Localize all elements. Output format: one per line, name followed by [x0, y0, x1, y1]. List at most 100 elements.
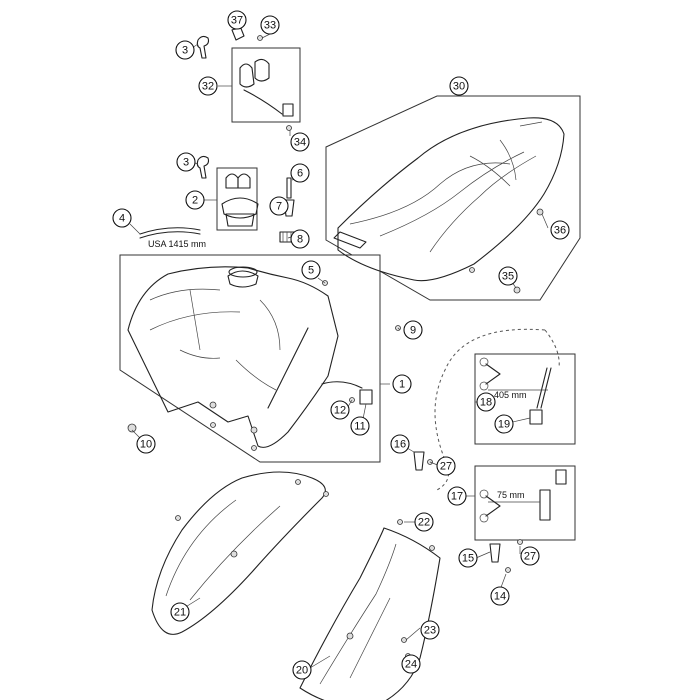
- seat-panel: [325, 95, 581, 301]
- callout-label: 10: [140, 439, 152, 451]
- callout-33: 33: [260, 15, 280, 35]
- callout-36: 36: [550, 220, 570, 240]
- callout-label: 17: [451, 491, 463, 503]
- cut-length-short-note: 75 mm: [497, 490, 525, 500]
- callout-label: 34: [294, 137, 306, 149]
- callout-circle: [269, 196, 289, 216]
- callout-circle: [498, 266, 518, 286]
- callout-9: 9: [403, 320, 423, 340]
- callout-circle: [520, 546, 540, 566]
- callout-circle: [490, 586, 510, 606]
- callout-circle: [198, 76, 218, 96]
- callout-label: 12: [334, 405, 346, 417]
- key-set: [196, 155, 259, 227]
- callout-27a: 27: [436, 456, 456, 476]
- callout-circle: [458, 548, 478, 568]
- ignition-lock-box: [231, 47, 301, 123]
- callout-19: 19: [494, 414, 514, 434]
- callout-circle: [494, 414, 514, 434]
- small-parts-16-27-15: [413, 451, 523, 573]
- callout-circle: [260, 15, 280, 35]
- callout-30: 30: [449, 76, 469, 96]
- callout-circle: [392, 374, 412, 394]
- callout-circle: [290, 132, 310, 152]
- callout-34: 34: [290, 132, 310, 152]
- callout-16: 16: [390, 434, 410, 454]
- callout-circle: [290, 163, 310, 183]
- callout-37: 37: [227, 10, 247, 30]
- callout-circle: [476, 392, 496, 412]
- callout-24: 24: [401, 654, 421, 674]
- callout-3a: 3: [175, 40, 195, 60]
- callout-10: 10: [136, 434, 156, 454]
- callout-label: 7: [276, 201, 282, 213]
- callout-circle: [227, 10, 247, 30]
- callout-circle: [420, 620, 440, 640]
- callout-11: 11: [350, 416, 370, 436]
- callout-circle: [176, 152, 196, 172]
- callout-label: 19: [498, 419, 510, 431]
- callout-label: 14: [494, 591, 506, 603]
- callout-circle: [170, 602, 190, 622]
- callout-12: 12: [330, 400, 350, 420]
- hose-length-note: USA 1415 mm: [148, 239, 206, 249]
- callout-circle: [449, 76, 469, 96]
- callout-circle: [301, 260, 321, 280]
- callout-label: 32: [202, 81, 214, 93]
- callout-15: 15: [458, 548, 478, 568]
- callout-35: 35: [498, 266, 518, 286]
- callout-21: 21: [170, 602, 190, 622]
- callout-32: 32: [198, 76, 218, 96]
- callout-circle: [112, 208, 132, 228]
- callout-label: 22: [418, 517, 430, 529]
- callout-label: 30: [453, 81, 465, 93]
- callout-label: 5: [308, 265, 314, 277]
- callout-circle: [436, 456, 456, 476]
- callout-label: 23: [424, 625, 436, 637]
- callout-label: 37: [231, 15, 243, 27]
- callout-circle: [390, 434, 410, 454]
- callout-label: 21: [174, 607, 186, 619]
- cut-length-long-note: 405 mm: [494, 390, 527, 400]
- seat: [333, 117, 565, 294]
- callout-label: 2: [192, 195, 198, 207]
- callout-label: 3: [182, 45, 188, 57]
- callout-5: 5: [301, 260, 321, 280]
- callout-circle: [292, 660, 312, 680]
- callout-27b: 27: [520, 546, 540, 566]
- callout-label: 1: [399, 379, 405, 391]
- callout-circle: [403, 320, 423, 340]
- callout-1: 1: [392, 374, 412, 394]
- callout-circle: [330, 400, 350, 420]
- hose-short-box: [474, 465, 576, 541]
- short-hose: [479, 469, 567, 523]
- callout-label: 27: [440, 461, 452, 473]
- vent-hose: [139, 227, 201, 239]
- callout-20: 20: [292, 660, 312, 680]
- right-side-cover: [299, 519, 441, 700]
- fuel-tank: [127, 266, 339, 451]
- callout-circle: [136, 434, 156, 454]
- callout-circle: [401, 654, 421, 674]
- callout-circle: [447, 486, 467, 506]
- callout-circle: [290, 229, 310, 249]
- callout-circle: [175, 40, 195, 60]
- callout-label: 33: [264, 20, 276, 32]
- callout-18: 18: [476, 392, 496, 412]
- ignition-lock: [231, 25, 294, 131]
- callout-label: 35: [502, 271, 514, 283]
- callout-label: 15: [462, 553, 474, 565]
- left-side-cover: [151, 471, 329, 635]
- callout-7: 7: [269, 196, 289, 216]
- callout-3b: 3: [176, 152, 196, 172]
- callout-22: 22: [414, 512, 434, 532]
- callout-label: 8: [297, 234, 303, 246]
- callout-label: 18: [480, 397, 492, 409]
- callout-6: 6: [290, 163, 310, 183]
- callout-circle: [185, 190, 205, 210]
- callout-23: 23: [420, 620, 440, 640]
- callout-circle: [550, 220, 570, 240]
- callout-circle: [414, 512, 434, 532]
